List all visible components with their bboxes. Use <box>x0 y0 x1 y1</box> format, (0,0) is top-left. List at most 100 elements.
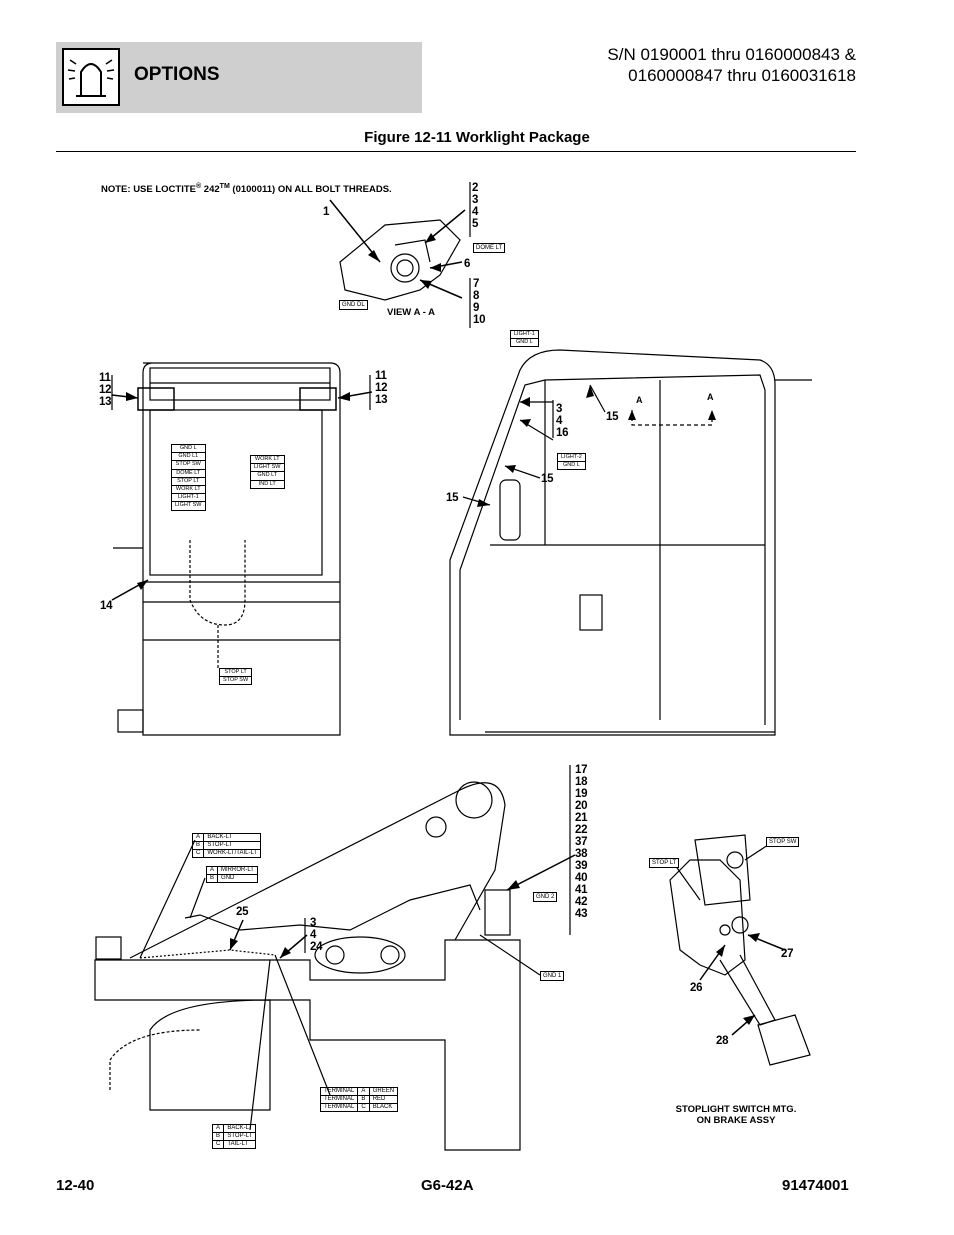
stack-item: STOP SW <box>172 461 205 470</box>
callout-3: 3 <box>472 194 479 206</box>
cab-connector-right-stack: WORK LT LIGHT SW GND LT IND LT <box>250 455 285 489</box>
view-label: VIEW A - A <box>387 307 436 318</box>
callout-17: 17 <box>575 764 588 776</box>
callout-4: 4 <box>472 206 479 218</box>
note-suffix: (0100011) ON ALL BOLT THREADS. <box>229 184 392 196</box>
callout-group-2-5: 2 3 4 5 <box>472 182 478 230</box>
callout-7: 7 <box>473 278 480 290</box>
label-gnd-dl: GND DL <box>339 300 368 310</box>
callout-group-17-43: 17 18 19 20 21 22 37 38 39 40 41 42 43 <box>575 764 588 920</box>
doc-number: 91474001 <box>782 1177 849 1194</box>
stack-item: GND L <box>172 445 205 454</box>
callout-15-c: 15 <box>446 492 459 504</box>
cab-connector-bottom-stack: STOP LT STOP SW <box>219 668 253 686</box>
callout-39: 39 <box>575 860 588 872</box>
section-marker-a-right: A <box>707 392 714 402</box>
callout-group-3-16: 3 4 16 <box>556 403 569 439</box>
callout-40: 40 <box>575 872 588 884</box>
stack-item: LIGHT SW <box>175 502 202 509</box>
callout-15-b: 15 <box>541 473 554 485</box>
serial-line-1: S/N 0190001 thru 0160000843 & <box>607 45 856 64</box>
stack-item: LIGHT-1 <box>172 494 205 503</box>
callout-group-right-11-13: 11 12 13 <box>375 370 388 406</box>
stack-item: IND LT <box>258 480 276 487</box>
callout-19: 19 <box>575 788 588 800</box>
page-number: 12-40 <box>56 1177 95 1194</box>
callout-13-left: 13 <box>99 396 112 408</box>
stack-item: STOP LT <box>220 669 252 678</box>
serial-line-2: 0160000847 thru 0160031618 <box>628 66 856 85</box>
callout-11-right: 11 <box>375 370 387 382</box>
label-light2-stack: LIGHT-2 GND L <box>557 453 586 471</box>
label-light2: LIGHT-2 <box>558 454 585 463</box>
callout-10: 10 <box>473 314 486 326</box>
stack-item: LIGHT SW <box>251 464 284 473</box>
callout-2: 2 <box>472 182 479 194</box>
section-title: OPTIONS <box>134 64 220 85</box>
callout-24: 24 <box>310 941 323 953</box>
callout-15-a: 15 <box>606 411 619 423</box>
callout-3-mid: 3 <box>556 403 563 415</box>
stoplight-caption-line-2: ON BRAKE ASSY <box>696 1115 776 1126</box>
label-stop-lt: STOP LT <box>649 858 680 868</box>
callout-18: 18 <box>575 776 588 788</box>
stack-item: STOP LT <box>172 478 205 487</box>
worklight-icon <box>62 48 120 106</box>
figure-title: Figure 12-11 Worklight Package <box>364 129 590 146</box>
callout-38: 38 <box>575 848 588 860</box>
note-prefix: NOTE: USE LOCTITE <box>101 184 196 196</box>
callout-4-mid: 4 <box>556 415 563 427</box>
label-light1: LIGHT-1 <box>511 331 538 340</box>
label-light1-stack: LIGHT-1 GND L <box>510 330 539 348</box>
callout-28: 28 <box>716 1035 729 1047</box>
callout-27: 27 <box>781 948 794 960</box>
label-dome-lt: DOME LT <box>473 243 506 253</box>
loctite-note: NOTE: USE LOCTITE® 242TM (0100011) ON AL… <box>101 183 392 195</box>
header-rule <box>56 151 856 152</box>
callout-43: 43 <box>575 908 588 920</box>
callout-9: 9 <box>473 302 480 314</box>
stack-item: WORK LT <box>251 456 284 465</box>
label-gndl-2: GND L <box>562 462 580 469</box>
stoplight-caption-line-1: STOPLIGHT SWITCH MTG. <box>675 1104 797 1115</box>
stack-item: WORK LT <box>172 486 205 495</box>
model-number: G6-42A <box>421 1177 474 1194</box>
callout-group-left-11-13: 11 12 13 <box>99 372 112 408</box>
callout-14: 14 <box>100 600 113 612</box>
callout-12-left: 12 <box>99 384 112 396</box>
stack-item: GND L1 <box>172 453 205 462</box>
callout-group-3-24: 3 4 24 <box>310 917 323 953</box>
serial-range: S/N 0190001 thru 0160000843 & 0160000847… <box>607 44 856 86</box>
stack-item: GND LT <box>251 472 284 481</box>
callout-8: 8 <box>473 290 480 302</box>
callout-26: 26 <box>690 982 703 994</box>
callout-12-right: 12 <box>375 382 388 394</box>
callout-16: 16 <box>556 427 569 439</box>
callout-13-right: 13 <box>375 394 388 406</box>
stack-item: DOME LT <box>172 470 205 478</box>
callout-3-bottom: 3 <box>310 917 317 929</box>
callout-4-bottom: 4 <box>310 929 317 941</box>
callout-21: 21 <box>575 812 588 824</box>
note-tm: TM <box>219 183 230 190</box>
callout-5: 5 <box>472 218 479 230</box>
label-gndl-1: GND L <box>515 339 533 346</box>
label-gnd-2: GND 2 <box>533 892 558 902</box>
callout-group-7-10: 7 8 9 10 <box>473 278 486 326</box>
callout-25: 25 <box>236 906 249 918</box>
section-marker-a-left: A <box>636 395 643 405</box>
callout-41: 41 <box>575 884 588 896</box>
callout-22: 22 <box>575 824 588 836</box>
